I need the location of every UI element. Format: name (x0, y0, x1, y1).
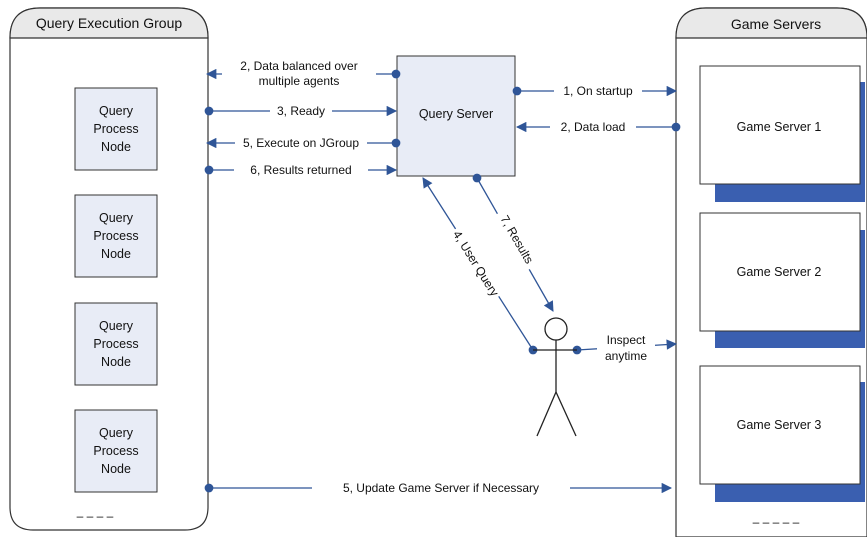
data-balanced-label-line: 2, Data balanced over (240, 59, 357, 73)
node-label-line: Node (101, 247, 131, 261)
inspect-label-line: Inspect (607, 333, 646, 347)
results-returned-label-bg (234, 162, 368, 178)
user-query-label-group: 4, User Query (447, 225, 504, 302)
data-balanced-label-line: multiple agents (259, 74, 340, 88)
update-label: 5, Update Game Server if Necessary (343, 481, 539, 495)
query-process-node: Query Process Node (74, 409, 158, 493)
query-process-node: Query Process Node (74, 87, 158, 171)
on-startup-label: 1, On startup (563, 84, 633, 98)
node-label-line: Query (99, 319, 134, 333)
node-label-line: Process (93, 444, 138, 458)
game-server-label: Game Server 3 (737, 418, 822, 432)
more-nodes-ellipsis: – – – – (77, 509, 114, 523)
update-label-bg (312, 480, 570, 496)
query-server-label: Query Server (419, 107, 493, 121)
query-process-node: Query Process Node (74, 302, 158, 386)
node-label-line: Node (101, 140, 131, 154)
data-balanced-label-bg (222, 56, 376, 89)
game-server-label: Game Server 2 (737, 265, 822, 279)
game-server-box: Game Server 1 (699, 65, 865, 202)
query-process-node: Query Process Node (74, 194, 158, 278)
results-returned-label: 6, Results returned (250, 163, 351, 177)
results-label: 7, Results (497, 213, 536, 266)
query-server-box: Query Server (396, 55, 516, 177)
game-server-box: Game Server 2 (699, 212, 865, 348)
node-label-line: Process (93, 122, 138, 136)
user-figure (533, 317, 577, 437)
node-label-line: Query (99, 104, 134, 118)
ready-label: 3, Ready (277, 104, 325, 118)
ready-label-bg (270, 103, 332, 119)
user-query-label: 4, User Query (450, 228, 501, 299)
data-load-label-bg (550, 119, 636, 135)
execute-label-bg (235, 135, 367, 151)
node-label-line: Node (101, 462, 131, 476)
on-startup-label-bg (554, 83, 642, 99)
node-label-line: Process (93, 229, 138, 243)
execute-label: 5, Execute on JGroup (243, 136, 359, 150)
game-servers-title: Game Servers (731, 16, 821, 32)
node-label-line: Process (93, 337, 138, 351)
node-label-line: Query (99, 426, 134, 440)
more-servers-ellipsis: – – – – – (753, 515, 800, 529)
data-load-label: 2, Data load (561, 120, 626, 134)
node-label-line: Node (101, 355, 131, 369)
node-label-line: Query (99, 211, 134, 225)
game-server-label: Game Server 1 (737, 120, 822, 134)
results-label-group: 7, Results (493, 207, 540, 272)
inspect-label-line: anytime (605, 349, 647, 363)
game-server-box: Game Server 3 (699, 365, 865, 502)
inspect-label-bg (597, 331, 655, 365)
query-execution-group-title: Query Execution Group (36, 15, 183, 31)
